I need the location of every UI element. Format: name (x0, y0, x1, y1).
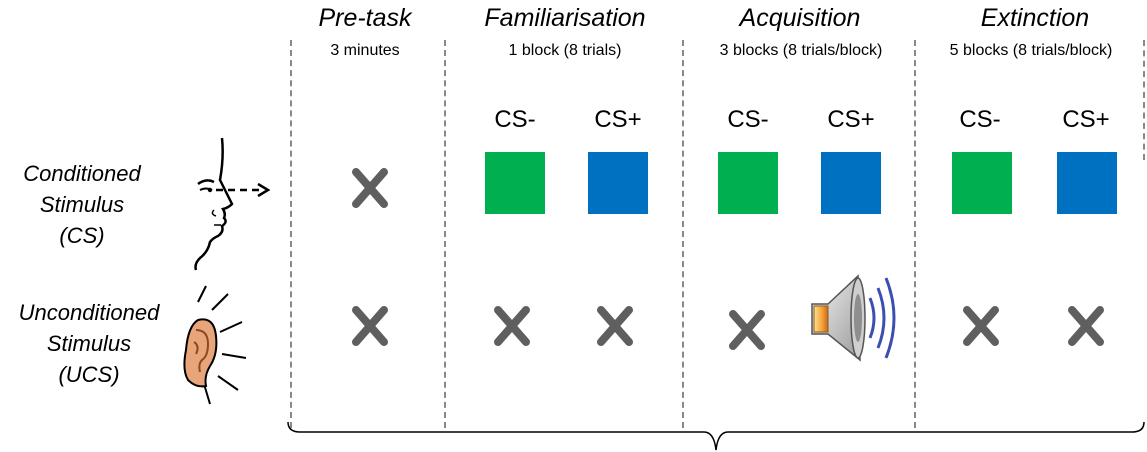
cs-minus-label-extinction: CS- (959, 106, 1001, 133)
face-profile-icon (194, 137, 271, 271)
x-mark-icon-familiarisation-csplus (597, 306, 633, 346)
divider-end (1143, 40, 1145, 160)
cs-plus-label-familiarisation: CS+ (594, 106, 642, 133)
x-mark-icon-extinction-csminus (963, 306, 999, 346)
row-label-cs-line1: Conditioned (23, 161, 141, 186)
row-label-ucs: Unconditioned Stimulus (UCS) (0, 297, 178, 390)
divider-familiarisation-acquisition (682, 40, 684, 428)
divider-pretask-familiarisation (444, 40, 446, 428)
divider-start (290, 40, 292, 428)
phase-title-familiarisation: Familiarisation (484, 4, 646, 32)
cs-minus-label-familiarisation: CS- (494, 106, 536, 133)
x-mark-icon-familiarisation-csminus (494, 306, 530, 346)
x-mark-icon-pretask-ucs (352, 306, 388, 346)
phase-subtitle-acquisition: 3 blocks (8 trials/block) (719, 42, 883, 59)
x-mark-icon-acquisition-csminus (729, 310, 765, 350)
cs-plus-label-acquisition: CS+ (827, 106, 875, 133)
x-mark-icon-pretask-cs (352, 168, 388, 208)
phase-subtitle-familiarisation: 1 block (8 trials) (508, 42, 622, 59)
phase-title-pretask: Pre-task (318, 4, 412, 32)
row-label-ucs-line3: (UCS) (58, 362, 120, 387)
cs-plus-label-extinction: CS+ (1062, 106, 1110, 133)
cs-minus-square-extinction (952, 152, 1012, 214)
ear-icon (183, 285, 247, 405)
row-label-cs-line3: (CS) (59, 223, 105, 248)
cs-plus-square-acquisition (821, 152, 881, 214)
phase-subtitle-pretask: 3 minutes (330, 42, 400, 59)
divider-acquisition-extinction (914, 40, 916, 428)
x-mark-icon-extinction-csplus (1068, 306, 1104, 346)
phase-title-acquisition: Acquisition (739, 4, 861, 32)
phase-title-extinction: Extinction (980, 4, 1090, 32)
bottom-brace (287, 421, 1145, 451)
speaker-icon (811, 274, 896, 362)
row-label-cs: Conditioned Stimulus (CS) (2, 158, 162, 251)
row-label-cs-line2: Stimulus (39, 192, 125, 217)
row-label-ucs-line1: Unconditioned (18, 300, 160, 325)
cs-minus-label-acquisition: CS- (727, 106, 769, 133)
cs-minus-square-acquisition (718, 152, 778, 214)
phase-subtitle-extinction: 5 blocks (8 trials/block) (949, 42, 1113, 59)
cs-minus-square-familiarisation (485, 152, 545, 214)
cs-plus-square-familiarisation (588, 152, 648, 214)
cs-plus-square-extinction (1057, 152, 1117, 214)
row-label-ucs-line2: Stimulus (46, 331, 132, 356)
